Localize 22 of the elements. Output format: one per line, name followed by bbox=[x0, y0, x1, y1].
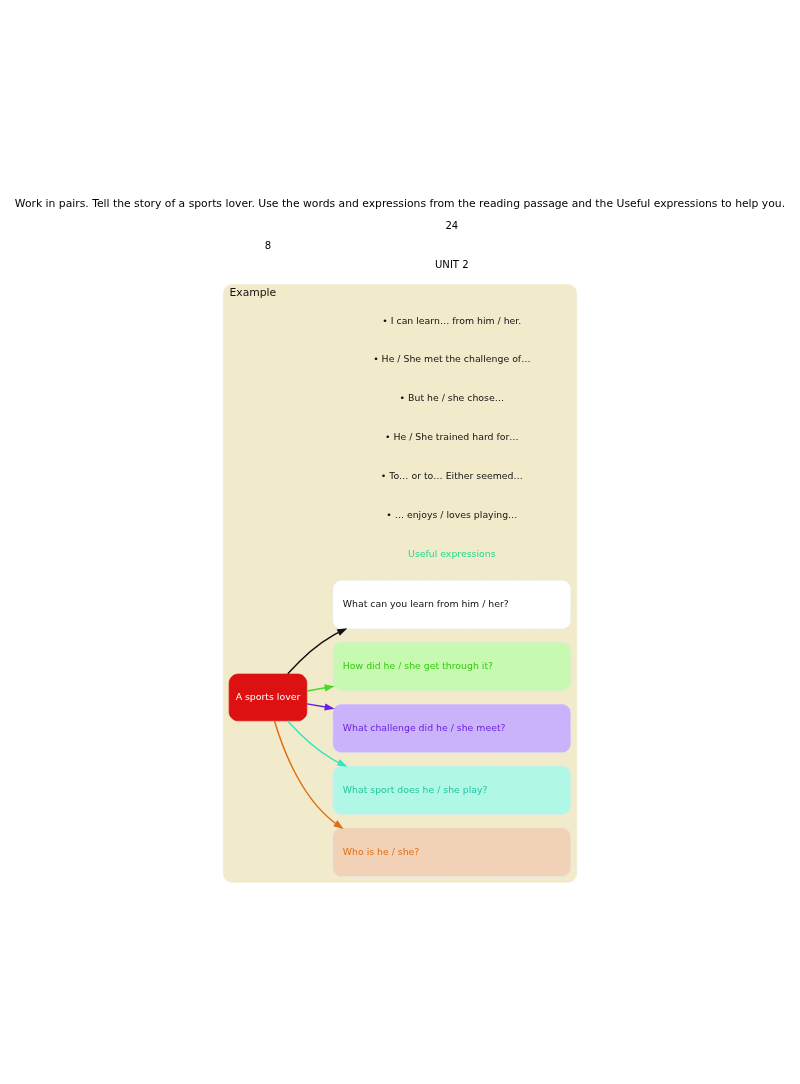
label: UNIT 2 bbox=[435, 259, 469, 271]
node-box: What sport does he / she play? bbox=[332, 765, 572, 816]
node-box: What can you learn from him / her? bbox=[332, 579, 572, 630]
label: • To… or to… Either seemed… bbox=[380, 469, 523, 481]
node-box: What challenge did he / she meet? bbox=[332, 703, 572, 754]
label: Useful expressions bbox=[408, 547, 496, 559]
label: • He / She trained hard for… bbox=[384, 431, 519, 443]
label: • He / She met the challenge of… bbox=[373, 353, 531, 365]
label: 8 bbox=[264, 239, 272, 251]
node-box: How did he / she get through it? bbox=[332, 641, 572, 692]
label: • I can learn… from him / her. bbox=[382, 314, 522, 326]
arrow bbox=[273, 720, 344, 829]
arrow bbox=[306, 703, 335, 711]
diagram-title: Work in pairs. Tell the story of a sports lover. Use the words and expressions from the reading passage and the Useful expressions to help you. bbox=[14, 197, 786, 211]
node-box: Who is he / she? bbox=[332, 827, 572, 877]
arrow bbox=[287, 720, 348, 767]
arrow bbox=[287, 628, 348, 675]
label: 24 bbox=[445, 220, 459, 232]
arrow bbox=[306, 684, 335, 692]
label: • … enjoys / loves playing… bbox=[386, 508, 518, 520]
label: • But he / she chose… bbox=[399, 392, 505, 404]
node-box: A sports lover bbox=[228, 673, 308, 722]
